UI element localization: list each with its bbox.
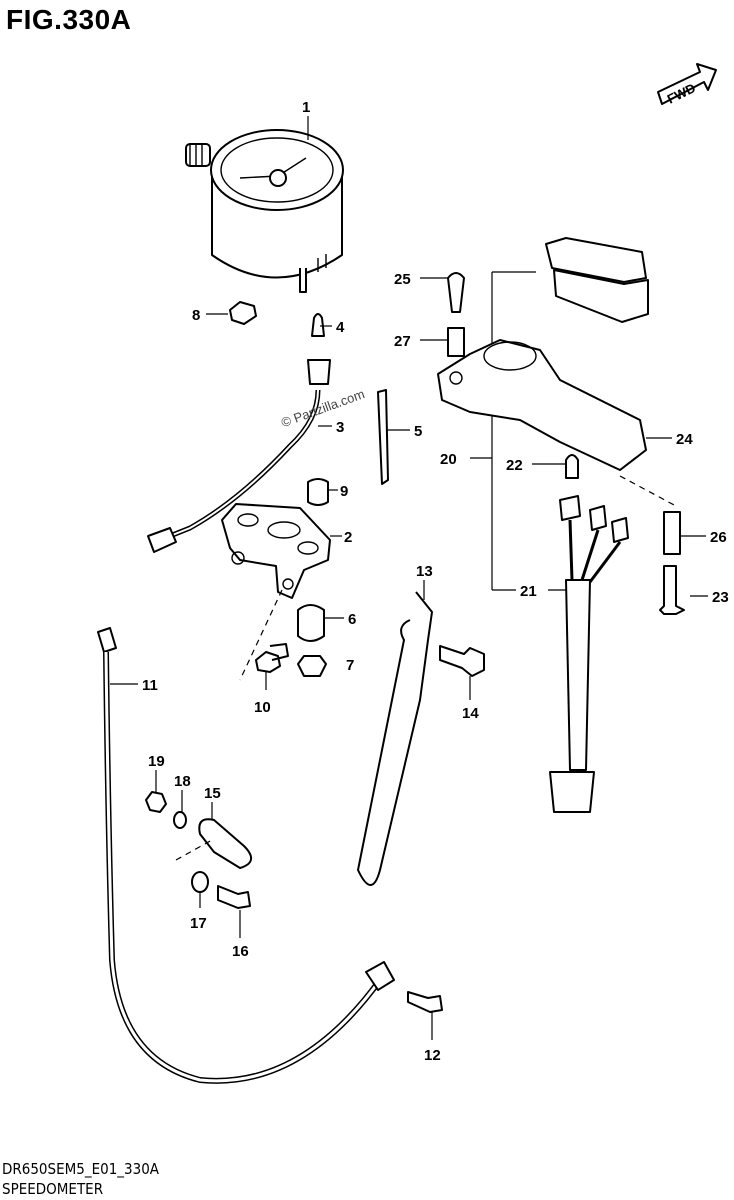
callout-5: 5 bbox=[414, 423, 422, 440]
callout-24: 24 bbox=[676, 431, 693, 448]
part-26-shape bbox=[663, 511, 681, 555]
part-13-shape bbox=[357, 591, 433, 886]
part-14-shape bbox=[439, 645, 485, 677]
part-5-shape bbox=[377, 389, 389, 485]
part-24-shape bbox=[437, 237, 649, 471]
callout-15: 15 bbox=[204, 785, 221, 802]
callout-23: 23 bbox=[712, 589, 729, 606]
callout-11: 11 bbox=[142, 677, 158, 694]
part-16-shape bbox=[217, 885, 251, 909]
part-25-shape bbox=[447, 272, 465, 313]
callout-10: 10 bbox=[254, 699, 271, 716]
callout-13: 13 bbox=[416, 563, 433, 580]
part-18-shape bbox=[173, 811, 187, 829]
part-12-shape bbox=[407, 991, 443, 1013]
callout-22: 22 bbox=[506, 457, 523, 474]
callout-17: 17 bbox=[190, 915, 207, 932]
part-15-shape bbox=[198, 818, 252, 869]
part-9-shape bbox=[307, 478, 329, 506]
dash-24-26 bbox=[619, 475, 677, 507]
part-4-shape bbox=[311, 313, 325, 337]
figure-title: FIG.330A bbox=[6, 4, 132, 35]
callout-9: 9 bbox=[340, 483, 348, 500]
callout-27: 27 bbox=[394, 333, 411, 350]
part-8-shape bbox=[229, 301, 257, 325]
part-11-shape bbox=[97, 627, 395, 1084]
callout-16: 16 bbox=[232, 943, 249, 960]
part-23-shape bbox=[659, 565, 685, 615]
callout-12: 12 bbox=[424, 1047, 441, 1064]
callout-26: 26 bbox=[710, 529, 727, 546]
fwd-arrow-icon: FWD bbox=[657, 63, 717, 107]
part-19-shape bbox=[145, 791, 167, 813]
part-27-shape bbox=[447, 327, 465, 357]
callout-3: 3 bbox=[336, 419, 344, 436]
figure-code: DR650SEM5_E01_330A bbox=[2, 1160, 160, 1178]
callout-20: 20 bbox=[440, 451, 457, 468]
callout-7: 7 bbox=[346, 657, 354, 674]
part-2-shape bbox=[221, 503, 331, 599]
speedometer-gauge bbox=[185, 129, 344, 293]
dash-15-17 bbox=[175, 839, 213, 861]
part-6-shape bbox=[297, 604, 325, 642]
callout-25: 25 bbox=[394, 271, 411, 288]
callout-4: 4 bbox=[336, 319, 345, 336]
callout-6: 6 bbox=[348, 611, 356, 628]
leader-20-bracket bbox=[491, 271, 536, 591]
part-3-shape bbox=[147, 359, 331, 553]
fwd-label: FWD bbox=[665, 80, 698, 106]
part-22-shape bbox=[565, 454, 579, 479]
callout-19: 19 bbox=[148, 753, 165, 770]
callout-21: 21 bbox=[520, 583, 537, 600]
part-21-shape bbox=[549, 495, 629, 813]
part-10-shape bbox=[255, 643, 289, 673]
dash-2-10 bbox=[239, 589, 283, 681]
watermark: © Partzilla.com bbox=[279, 386, 366, 430]
callout-1: 1 bbox=[302, 99, 310, 116]
callout-2: 2 bbox=[344, 529, 352, 546]
figure-name: SPEEDOMETER bbox=[2, 1180, 104, 1198]
callout-14: 14 bbox=[462, 705, 479, 722]
callout-18: 18 bbox=[174, 773, 191, 790]
part-7-shape bbox=[297, 655, 327, 677]
part-17-shape bbox=[191, 871, 209, 893]
callout-8: 8 bbox=[192, 307, 200, 324]
